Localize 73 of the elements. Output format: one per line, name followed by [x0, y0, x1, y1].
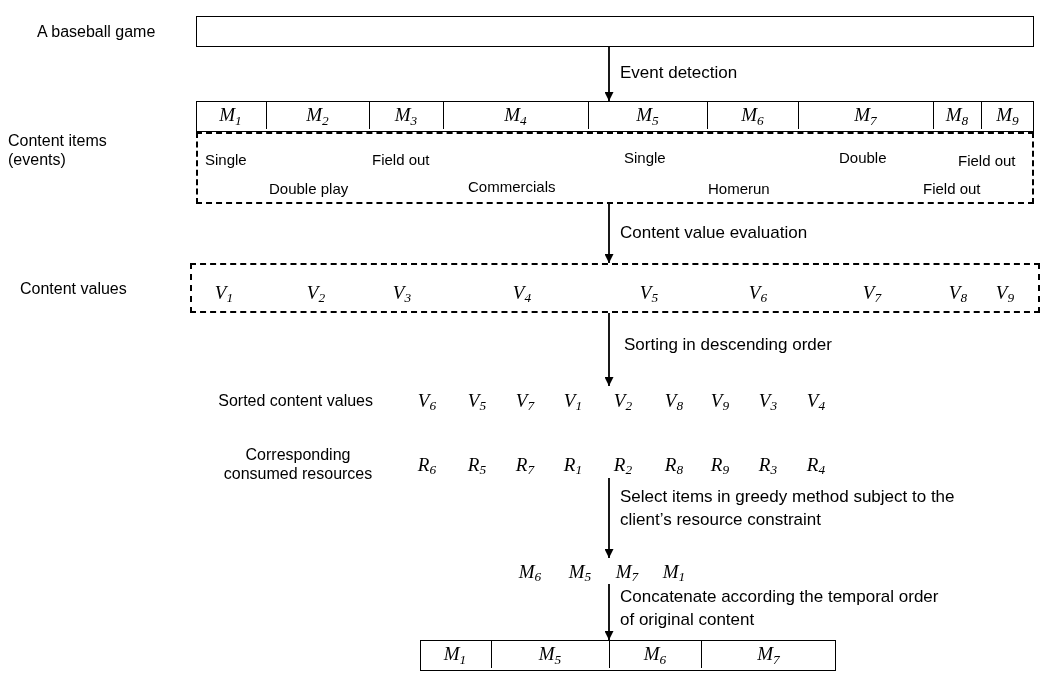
frame-box	[196, 101, 1034, 132]
item-symbol: M$_{5}$	[636, 105, 659, 124]
row-label: Content values	[20, 279, 128, 299]
item-symbol: M$_{3}$	[394, 105, 418, 124]
frame-box	[420, 640, 836, 671]
item-symbol: M$_{4}$	[504, 105, 527, 124]
math-symbol: V$_{5}$	[639, 282, 659, 302]
dashed-box	[196, 132, 1034, 204]
math-symbol: V$_{2}$	[613, 390, 633, 410]
frame-box	[196, 16, 1034, 47]
event-label: Field out	[958, 152, 1016, 168]
math-symbol: R$_{4}$	[806, 454, 826, 474]
event-label: Field out	[923, 180, 981, 196]
edge-label: Content value evaluation	[620, 222, 808, 244]
math-symbol: R$_{1}$	[563, 454, 583, 474]
item-symbol: M$_{7}$	[854, 105, 877, 124]
math-symbol: V$_{2}$	[306, 282, 326, 302]
edge-label: Event detection	[620, 62, 738, 84]
math-symbol: R$_{2}$	[613, 454, 633, 474]
arrow	[604, 46, 614, 102]
math-symbol: V$_{6}$	[417, 390, 437, 410]
math-symbol: V$_{1}$	[563, 390, 583, 410]
math-symbol: R$_{3}$	[758, 454, 778, 474]
event-label: Field out	[372, 151, 430, 167]
math-symbol: M$_{6}$	[518, 561, 542, 581]
math-symbol: R$_{9}$	[710, 454, 730, 474]
item-symbol: M$_{7}$	[757, 644, 780, 663]
arrow	[604, 477, 614, 559]
math-symbol: V$_{7}$	[515, 390, 535, 410]
item-symbol: M$_{8}$	[945, 105, 969, 124]
item-symbol: M$_{6}$	[741, 105, 764, 124]
arrow	[604, 312, 614, 387]
row-label: Sorted content values	[217, 391, 373, 411]
math-symbol: V$_{4}$	[512, 282, 532, 302]
math-symbol: V$_{9}$	[710, 390, 730, 410]
math-symbol: V$_{7}$	[862, 282, 882, 302]
edge-label: Select items in greedy method subject to the client’s resource constraint	[620, 486, 956, 531]
edge-label: Concatenate according the temporal order of original content	[620, 586, 940, 631]
math-symbol: V$_{6}$	[748, 282, 768, 302]
math-symbol: R$_{7}$	[515, 454, 535, 474]
edge-label: Sorting in descending order	[624, 334, 832, 356]
item-symbol: M$_{5}$	[538, 644, 562, 663]
event-label: Single	[624, 149, 666, 165]
item-symbol: M$_{1}$	[443, 644, 467, 663]
math-symbol: M$_{1}$	[662, 561, 686, 581]
item-symbol: M$_{6}$	[643, 644, 667, 663]
row-label: A baseball game	[37, 22, 157, 42]
math-symbol: V$_{3}$	[392, 282, 412, 302]
row-label: Content items (events)	[8, 131, 108, 170]
math-symbol: R$_{6}$	[417, 454, 437, 474]
math-symbol: V$_{3}$	[758, 390, 778, 410]
event-label: Single	[205, 151, 247, 167]
item-symbol: M$_{2}$	[306, 105, 329, 124]
math-symbol: M$_{5}$	[568, 561, 592, 581]
math-symbol: R$_{8}$	[664, 454, 684, 474]
event-label: Commercials	[468, 178, 556, 194]
math-symbol: V$_{8}$	[948, 282, 968, 302]
math-symbol: V$_{5}$	[467, 390, 487, 410]
math-symbol: R$_{5}$	[467, 454, 487, 474]
arrow	[604, 203, 614, 264]
row-label: Corresponding consumed resources	[222, 445, 373, 484]
math-symbol: V$_{1}$	[214, 282, 234, 302]
event-label: Double	[839, 149, 887, 165]
math-symbol: V$_{8}$	[664, 390, 684, 410]
math-symbol: M$_{7}$	[615, 561, 639, 581]
arrow	[604, 583, 614, 641]
event-label: Double play	[269, 180, 349, 196]
dashed-box	[190, 263, 1040, 313]
event-label: Homerun	[708, 180, 770, 196]
item-symbol: M$_{1}$	[219, 105, 242, 124]
math-symbol: V$_{4}$	[806, 390, 826, 410]
item-symbol: M$_{9}$	[996, 105, 1019, 124]
math-symbol: V$_{9}$	[995, 282, 1015, 302]
